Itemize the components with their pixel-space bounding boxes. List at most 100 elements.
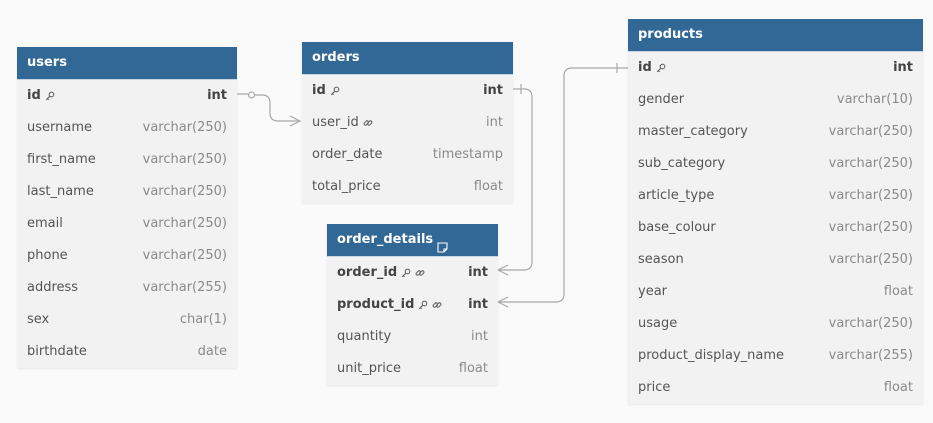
- field-type: date: [197, 344, 227, 359]
- field-row-email[interactable]: email varchar(250): [17, 208, 237, 240]
- many-marker: [496, 264, 509, 276]
- field-name: address: [27, 272, 78, 304]
- field-name: phone: [27, 240, 68, 272]
- field-name-text: gender: [638, 92, 685, 107]
- field-name-text: sub_category: [638, 156, 726, 171]
- field-name: email: [27, 208, 63, 240]
- relationship-products-order-details: [498, 67, 628, 303]
- link-icon: [363, 118, 373, 128]
- field-name-text: usage: [638, 316, 678, 331]
- field-name-text: product_display_name: [638, 348, 785, 363]
- field-row-birthdate[interactable]: birthdate date: [17, 336, 237, 368]
- key-icon: [45, 91, 55, 101]
- key-icon: [418, 300, 428, 310]
- field-type: int: [486, 115, 503, 130]
- field-row-username[interactable]: username varchar(250): [17, 112, 237, 144]
- field-name-text: id: [27, 88, 41, 103]
- field-name: product_id: [337, 289, 442, 321]
- field-type: varchar(250): [828, 188, 913, 203]
- optional-one-marker: [247, 91, 256, 99]
- field-row-quantity[interactable]: quantity int: [327, 321, 498, 353]
- field-type: int: [468, 265, 488, 280]
- field-name: quantity: [337, 321, 391, 353]
- field-row-base-colour[interactable]: base_colour varchar(250): [628, 212, 923, 244]
- field-name: product_display_name: [638, 340, 784, 372]
- field-name: master_category: [638, 116, 748, 148]
- field-type: varchar(250): [828, 220, 913, 235]
- table-title: order_details: [337, 232, 434, 247]
- field-name-text: quantity: [337, 329, 392, 344]
- field-name: last_name: [27, 176, 94, 208]
- table-header-order-details[interactable]: order_details: [327, 224, 498, 257]
- field-type: varchar(255): [828, 348, 913, 363]
- field-type: varchar(250): [142, 216, 227, 231]
- field-row-order-id[interactable]: order_id int: [327, 257, 498, 289]
- field-row-product-display-name[interactable]: product_display_name varchar(255): [628, 340, 923, 372]
- field-name-text: first_name: [27, 152, 96, 167]
- many-marker: [496, 296, 509, 308]
- key-icon: [330, 86, 340, 96]
- field-row-article-type[interactable]: article_type varchar(250): [628, 180, 923, 212]
- field-row-product-id[interactable]: product_id int: [327, 289, 498, 321]
- field-name-text: total_price: [312, 179, 381, 194]
- field-name-text: base_colour: [638, 220, 716, 235]
- field-type: int: [207, 88, 227, 103]
- note-icon[interactable]: [437, 234, 448, 253]
- field-name-text: birthdate: [27, 344, 87, 359]
- field-type: int: [468, 297, 488, 312]
- field-name: id: [27, 80, 55, 112]
- field-type: varchar(250): [142, 120, 227, 135]
- field-type: float: [458, 361, 488, 376]
- field-name-text: phone: [27, 248, 68, 263]
- field-name: year: [638, 276, 667, 308]
- table-title: users: [27, 55, 67, 70]
- table-users[interactable]: users id int username varchar(250) first_name…: [17, 47, 237, 368]
- field-name-text: product_id: [337, 297, 415, 312]
- field-name: id: [638, 52, 666, 84]
- table-title: products: [638, 27, 703, 42]
- field-type: int: [893, 60, 913, 75]
- table-header-orders[interactable]: orders: [302, 42, 513, 75]
- field-name-text: address: [27, 280, 79, 295]
- field-name-text: article_type: [638, 188, 715, 203]
- field-name-text: last_name: [27, 184, 94, 199]
- many-marker: [289, 115, 302, 127]
- relationship-users-orders: [237, 93, 300, 122]
- field-name: id: [312, 75, 340, 107]
- table-header-products[interactable]: products: [628, 19, 923, 52]
- field-name: username: [27, 112, 92, 144]
- table-header-users[interactable]: users: [17, 47, 237, 80]
- field-row-id[interactable]: id int: [17, 80, 237, 112]
- field-type: timestamp: [432, 147, 503, 162]
- field-name: birthdate: [27, 336, 87, 368]
- field-row-id[interactable]: id int: [628, 52, 923, 84]
- field-name: total_price: [312, 171, 381, 203]
- field-name: order_id: [337, 257, 425, 289]
- field-type: int: [471, 329, 488, 344]
- field-name: sex: [27, 304, 49, 336]
- field-type: varchar(250): [828, 252, 913, 267]
- field-type: float: [883, 380, 913, 395]
- field-type: varchar(250): [828, 156, 913, 171]
- field-row-sub-category[interactable]: sub_category varchar(250): [628, 148, 923, 180]
- field-name: sub_category: [638, 148, 725, 180]
